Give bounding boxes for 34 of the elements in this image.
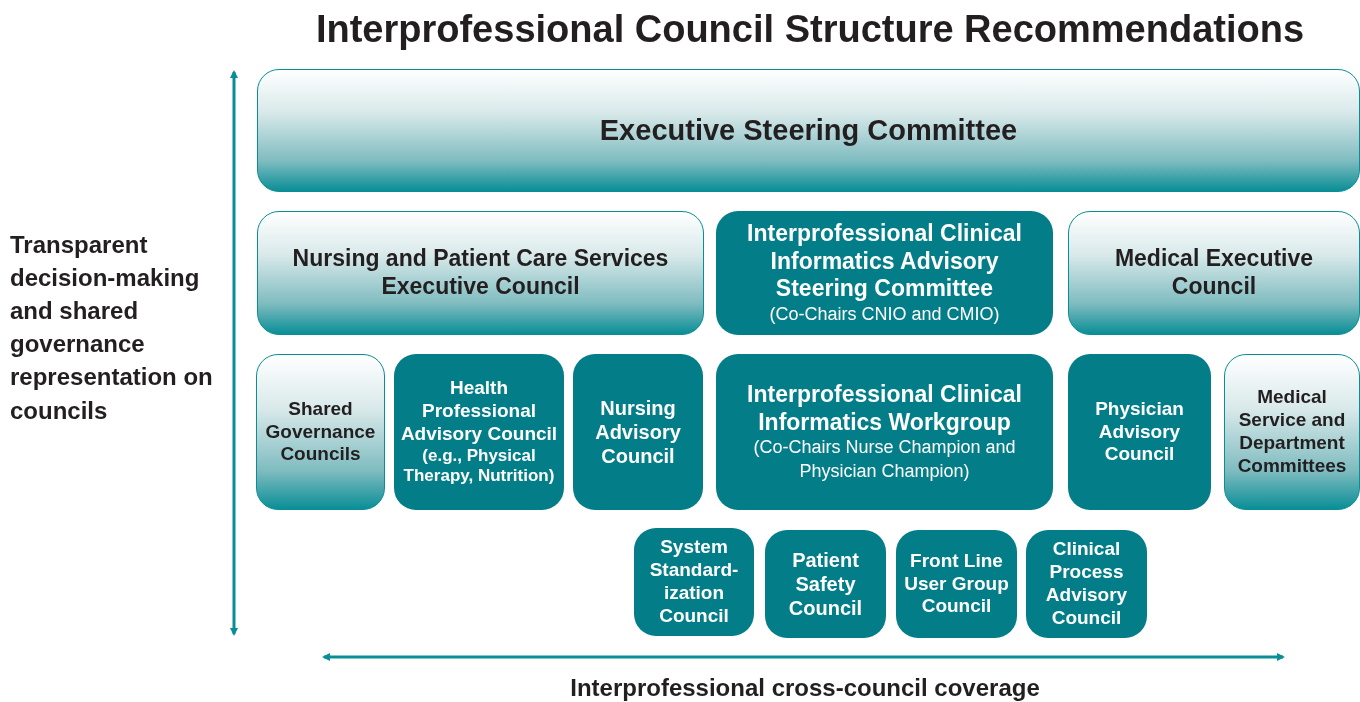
chairs-note: (Co-Chairs CNIO and CMIO) xyxy=(769,302,1000,326)
diagram-title: Interprofessional Council Structure Recommendations xyxy=(314,8,1306,51)
council-box xyxy=(765,530,886,638)
council-box xyxy=(573,354,703,510)
council-name: Health Professional Advisory Council xyxy=(400,377,558,446)
committee-box xyxy=(716,211,1053,335)
council-box xyxy=(1068,211,1360,335)
council-name: Medical Service and Department Committees xyxy=(1236,386,1348,478)
council-box xyxy=(716,354,1053,510)
council-box xyxy=(896,530,1017,638)
council-name: Medical Executive Council xyxy=(1113,245,1315,301)
council-box xyxy=(256,354,385,510)
council-name: Executive Steering Committee xyxy=(599,113,1018,148)
council-box xyxy=(634,528,754,636)
committee-box xyxy=(257,69,1360,192)
council-name: System Standard-ization Council xyxy=(648,536,740,628)
council-box xyxy=(394,354,564,510)
council-name: Patient Safety Council xyxy=(787,548,864,620)
chairs-note: (Co-Chairs Nurse Champion and Physician Champion) xyxy=(752,436,1017,483)
council-name: Front Line User Group Council xyxy=(903,549,1010,619)
council-name: Nursing Advisory Council xyxy=(594,396,682,468)
council-name: Physician Advisory Council xyxy=(1094,397,1185,467)
council-box xyxy=(1026,530,1147,638)
council-box xyxy=(257,211,704,335)
council-name: Nursing and Patient Care Services Executive Council xyxy=(291,245,670,301)
council-name: Clinical Process Advisory Council xyxy=(1044,538,1129,630)
axis-label: Transparent decision-making and shared governance representation on councils xyxy=(10,230,214,426)
council-box xyxy=(1068,354,1211,510)
council-name: Interprofessional Clinical Informatics Advisory Steering Committee xyxy=(746,219,1023,303)
axis-label: Interprofessional cross-council coverage xyxy=(569,674,1041,702)
chairs-note: (e.g., Physical Therapy, Nutrition) xyxy=(402,445,556,487)
council-box xyxy=(1224,354,1360,510)
council-name: Shared Governance Councils xyxy=(264,397,377,467)
council-name: Interprofessional Clinical Informatics Workgroup xyxy=(746,381,1023,437)
